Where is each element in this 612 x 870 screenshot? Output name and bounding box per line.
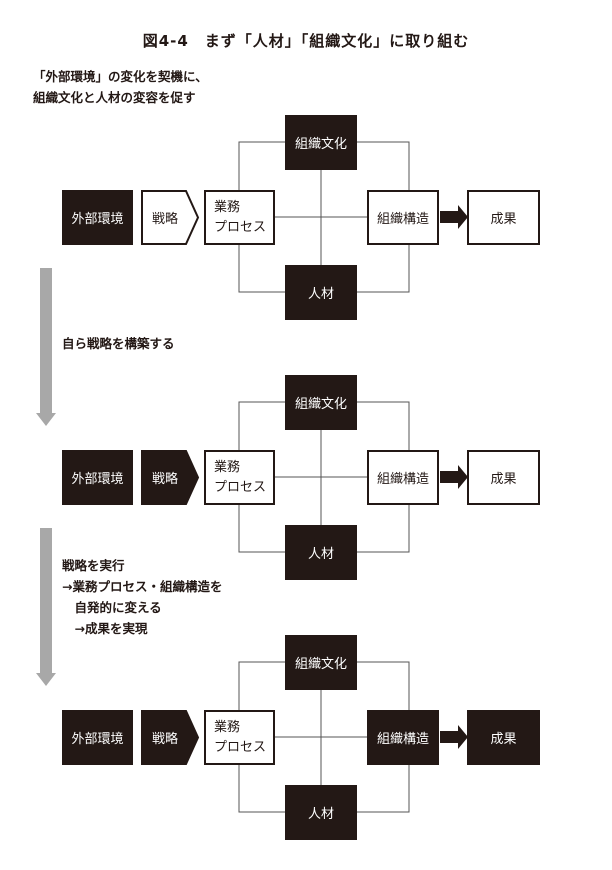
- culture-structure-link: [357, 141, 410, 190]
- structure-people-link: [357, 245, 410, 293]
- external-box: 外部環境: [62, 710, 133, 765]
- strategy-shape: [141, 190, 200, 245]
- structure-to-result-arrow: [440, 465, 468, 489]
- culture-box: 組織文化: [285, 375, 357, 430]
- culture-structure-link: [357, 401, 410, 450]
- gray-down-arrow-1: [36, 268, 56, 426]
- figure-title: 図4-4 まず「人材」「組織文化」に取り組む: [142, 32, 470, 50]
- process-people-link: [238, 245, 285, 293]
- structure-to-result-arrow: [440, 205, 468, 229]
- people-box: 人材: [285, 785, 357, 840]
- strategy-label: 戦略: [151, 732, 178, 747]
- process-box: 業務 プロセス: [204, 190, 275, 245]
- culture-box: 組織文化: [285, 635, 357, 690]
- structure-to-result-arrow: [440, 725, 468, 749]
- result-box: 成果: [467, 450, 540, 505]
- external-box: 外部環境: [62, 190, 133, 245]
- structure-box: 組織構造: [367, 710, 439, 765]
- strategy-label: 戦略: [151, 472, 178, 487]
- gray-down-arrow-2: [36, 528, 56, 686]
- structure-people-link: [357, 765, 410, 813]
- culture-process-link: [238, 141, 285, 190]
- strategy-label: 戦略: [151, 212, 178, 227]
- process-box: 業務 プロセス: [204, 450, 275, 505]
- caption-stage-3: 戦略を実行 →業務プロセス・組織構造を 自発的に変える →成果を実現: [62, 558, 223, 636]
- process-box: 業務 プロセス: [204, 710, 275, 765]
- external-box: 外部環境: [62, 450, 133, 505]
- caption-stage-2: 自ら戦略を構築する: [62, 336, 175, 351]
- culture-process-link: [238, 661, 285, 710]
- culture-box: 組織文化: [285, 115, 357, 170]
- strategy-shape: [141, 710, 200, 765]
- culture-process-link: [238, 401, 285, 450]
- result-box: 成果: [467, 710, 540, 765]
- caption-stage-1: 「外部環境」の変化を契機に、 組織文化と人材の変容を促す: [33, 69, 208, 105]
- process-people-link: [238, 505, 285, 553]
- strategy-shape: [141, 450, 200, 505]
- people-box: 人材: [285, 265, 357, 320]
- result-box: 成果: [467, 190, 540, 245]
- process-people-link: [238, 765, 285, 813]
- culture-structure-link: [357, 661, 410, 710]
- structure-box: 組織構造: [367, 450, 439, 505]
- people-box: 人材: [285, 525, 357, 580]
- structure-box: 組織構造: [367, 190, 439, 245]
- structure-people-link: [357, 505, 410, 553]
